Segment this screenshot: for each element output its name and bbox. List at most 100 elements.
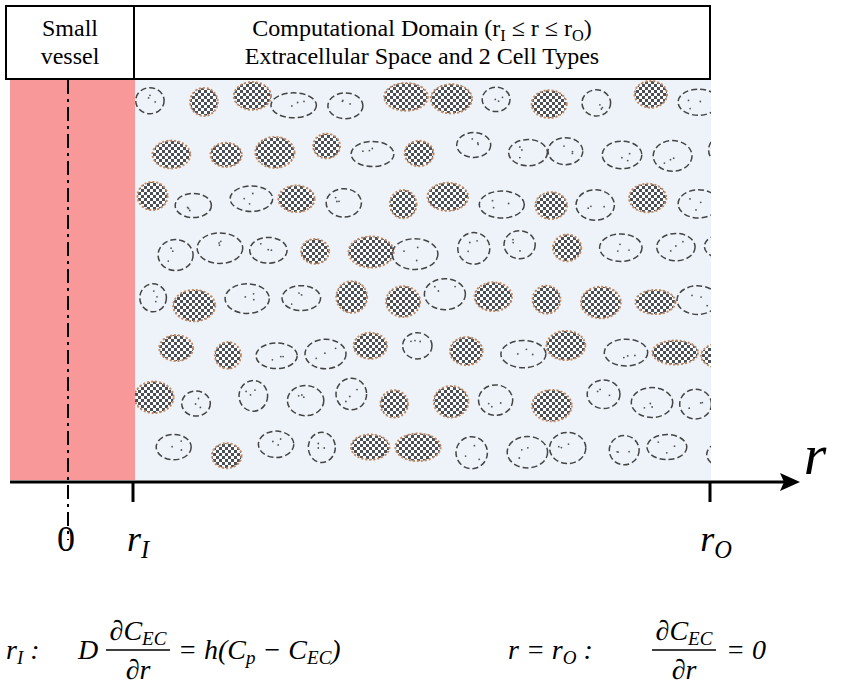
cell-dot <box>156 296 158 298</box>
cell-dot <box>303 101 305 103</box>
cell-type-1 <box>258 431 293 457</box>
fraction-bar <box>652 649 716 651</box>
cell-dot <box>563 145 565 147</box>
cell-type-1 <box>548 138 583 165</box>
cell-dot <box>336 201 338 203</box>
cell-dot <box>493 207 495 209</box>
cell-type-1 <box>308 432 335 462</box>
cell-dot <box>651 406 653 408</box>
cell-dot <box>356 389 358 391</box>
cell-type-2 <box>255 137 294 168</box>
cell-dot <box>419 341 421 343</box>
cell-type-2 <box>395 434 440 462</box>
cell-type-1 <box>657 233 695 260</box>
vessel-region <box>10 80 135 480</box>
cell-dot <box>619 243 621 245</box>
cell-type-1 <box>550 432 586 463</box>
cell-type-1 <box>479 385 513 415</box>
cell-type-2 <box>190 88 218 116</box>
cell-dot <box>695 209 697 211</box>
cell-type-1 <box>587 380 620 409</box>
cell-dot <box>644 407 646 409</box>
cell-type-2 <box>450 337 483 365</box>
cell-type-2 <box>278 186 314 213</box>
cell-dot <box>315 357 317 359</box>
cell-dot <box>526 348 528 350</box>
box-text: Computational Domain (rI ≤ r ≤ rO) <box>252 15 592 43</box>
cell-dot <box>477 142 479 144</box>
cell-dot <box>335 347 337 349</box>
cell-dot <box>267 249 269 251</box>
fraction-bar <box>106 649 170 651</box>
cell-dot <box>700 201 702 203</box>
equation-denominator: ∂r <box>672 655 697 686</box>
cell-type-2 <box>173 290 215 321</box>
cell-dot <box>181 449 183 451</box>
cell-type-1 <box>305 339 346 368</box>
cell-type-2 <box>532 90 567 118</box>
cell-type-2 <box>652 341 698 365</box>
cell-type-2 <box>581 287 621 319</box>
cell-dot <box>609 394 611 396</box>
cell-type-2 <box>354 333 387 359</box>
cell-dot <box>602 107 604 109</box>
cell-dot <box>688 407 690 409</box>
cell-type-1 <box>602 141 642 169</box>
cell-type-1 <box>392 239 438 270</box>
cell-type-2 <box>384 83 428 111</box>
cell-dot <box>277 444 279 446</box>
cell-dot <box>688 100 690 102</box>
cell-dot <box>335 197 337 199</box>
cell-dot <box>187 207 189 209</box>
cell-dot <box>172 250 174 252</box>
cell-dot <box>272 441 274 443</box>
cell-dot <box>219 244 221 246</box>
boundary-condition: rI : <box>6 635 40 666</box>
cell-dot <box>701 402 703 404</box>
cell-dot <box>188 208 190 210</box>
cell-dot <box>508 203 510 205</box>
cell-dot <box>572 153 574 155</box>
cell-dot <box>649 403 651 405</box>
cell-type-1 <box>680 389 711 419</box>
cell-dot <box>349 396 351 398</box>
cell-dot <box>572 151 574 153</box>
cell-type-1 <box>156 434 191 459</box>
cell-dot <box>338 200 340 202</box>
cell-dot <box>260 243 262 245</box>
cell-dot <box>627 355 629 357</box>
cell-type-1 <box>458 233 490 265</box>
cell-dot <box>512 242 514 244</box>
cell-type-2 <box>159 335 193 361</box>
cell-type-1 <box>175 193 211 217</box>
cell-dot <box>532 354 534 356</box>
cell-type-1 <box>504 231 535 259</box>
cell-dot <box>488 403 490 405</box>
cell-dot <box>155 301 157 303</box>
cell-dot <box>291 105 293 107</box>
cell-type-2 <box>390 190 417 218</box>
cell-dot <box>634 355 636 357</box>
cell-type-1 <box>501 341 546 368</box>
cell-dot <box>282 356 284 358</box>
axis-tick-label: rO <box>700 520 732 560</box>
cell-dot <box>568 443 570 445</box>
cell-type-1 <box>336 378 367 410</box>
cell-type-2 <box>301 239 329 264</box>
cell-type-2 <box>153 141 191 169</box>
cell-dot <box>599 104 601 106</box>
cell-dot <box>253 293 255 295</box>
cell-dot <box>323 447 325 449</box>
cell-type-1 <box>197 233 243 264</box>
cell-dot <box>180 440 182 442</box>
cell-dot <box>301 394 303 396</box>
cell-type-1 <box>678 190 711 218</box>
cell-dot <box>599 389 601 391</box>
tick <box>132 482 135 502</box>
cell-dot <box>476 240 478 242</box>
cell-dot <box>587 207 589 209</box>
cell-type-2 <box>701 343 711 369</box>
cell-type-1 <box>250 237 287 263</box>
cell-dot <box>689 198 691 200</box>
cell-dot <box>317 447 319 449</box>
